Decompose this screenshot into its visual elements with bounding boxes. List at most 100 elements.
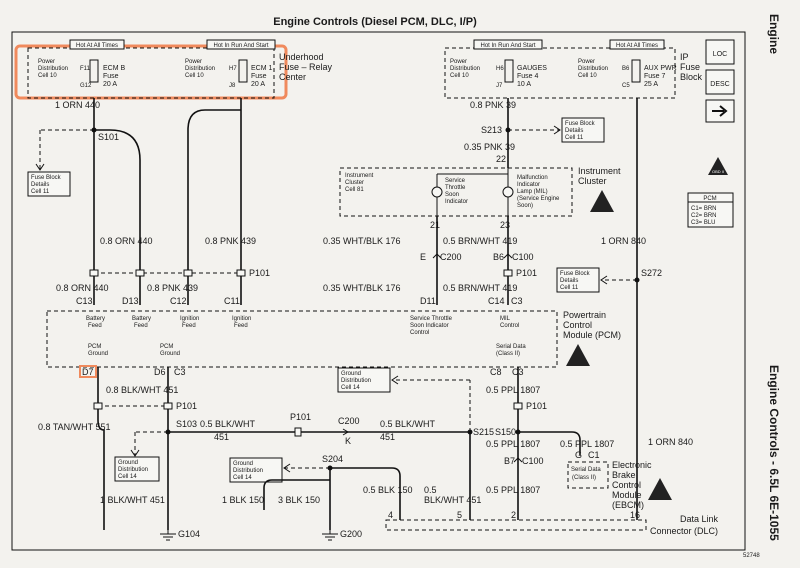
obd-label: OBD II (712, 169, 724, 174)
label-g200: G200 (340, 529, 362, 539)
wire-wht176-2: 0.35 WHT/BLK 176 (323, 283, 401, 293)
wire-pnk39-2: 0.35 PNK 39 (464, 142, 515, 152)
pcm-codes-title: PCM (703, 196, 716, 202)
fuse2-bottom-pin: J8 (229, 83, 236, 89)
ebcm-esd-icon (648, 478, 672, 500)
wire-blk150-2: 3 BLK 150 (278, 495, 320, 505)
fuse2-top-pin: H7 (229, 66, 237, 72)
splice-s213: S213 (481, 125, 502, 135)
wire-blk150-3: 0.5 BLK 150 (363, 485, 413, 495)
pin-23: 23 (500, 220, 510, 230)
wire-wht176-1: 0.35 WHT/BLK 176 (323, 236, 401, 246)
pin-c1: C1 (588, 450, 600, 460)
wire-num-451a: 451 (214, 432, 229, 442)
pin-g: G (575, 450, 582, 460)
pin-b6: B6 (493, 252, 504, 262)
pcm-esd-icon (566, 344, 590, 366)
splice-s101: S101 (98, 132, 119, 142)
side-label-engine: Engine (767, 14, 781, 54)
fuse1-bottom-pin: G12 (80, 83, 92, 89)
wire-orn440-top: 1 ORN 440 (55, 100, 100, 110)
loc-icon[interactable]: LOC (713, 51, 727, 58)
sts-lamp-icon (431, 186, 443, 198)
wire-blk451-4: 1 BLK/WHT 451 (100, 495, 165, 505)
ip-fuse-block: Hot In Run And Start Hot At All Times Po… (444, 39, 703, 99)
ip-fuse2-top: B6 (622, 66, 630, 72)
side-label-section: Engine Controls - 6.5L 6E-1055 (767, 365, 781, 541)
pin-d13: D13 (122, 296, 139, 306)
hot-run-start-label: Hot In Run And Start (213, 43, 268, 49)
conn-p101-a: P101 (176, 401, 197, 411)
wire-ppl1807-2: 0.5 PPL 1807 (486, 439, 540, 449)
desc-icon[interactable]: DESC (710, 81, 729, 88)
pin-c3-top: C3 (511, 296, 523, 306)
mil-lamp-icon (502, 186, 514, 198)
ip-hot-all-label: Hot At All Times (616, 43, 658, 49)
splice-s204: S204 (322, 454, 343, 464)
ip-fuse2-bottom: C5 (622, 83, 630, 89)
dlc-pin-5: 5 (457, 510, 462, 520)
wire-brn419-2: 0.5 BRN/WHT 419 (443, 283, 517, 293)
arrow-right-icon[interactable] (712, 105, 728, 117)
pin-c3-pcm: C3 (174, 367, 186, 377)
dlc-pin-4: 4 (388, 510, 393, 520)
ebcm-serial: Serial Data(Class II) (571, 467, 601, 481)
diagram-frame (11, 31, 746, 551)
conn-p101-c: P101 (526, 401, 547, 411)
wire-orn840-2: 1 ORN 840 (648, 437, 693, 447)
wire-tan551: 0.8 TAN/WHT 551 (38, 422, 111, 432)
pin-c13: C13 (76, 296, 93, 306)
conn-p101-b: P101 (290, 412, 311, 422)
dlc-pin-16: 16 (630, 510, 640, 520)
dlc-pin-2: 2 (511, 510, 516, 520)
pin-b7: B7 (504, 456, 515, 466)
splice-s272: S272 (641, 268, 662, 278)
pin-22: 22 (496, 154, 506, 164)
wire-pnk439-mid: 0.8 PNK 439 (205, 236, 256, 246)
conn-c200-label: C200 (440, 252, 462, 262)
esd-icon (590, 190, 614, 212)
ip-fuse2-icon (631, 59, 641, 83)
page-code: 52748 (743, 553, 760, 559)
wire-brn419-1: 0.5 BRN/WHT 419 (443, 236, 517, 246)
wire-blk451-3: 0.5 BLK/WHT (380, 419, 436, 429)
wire-pnk439-low: 0.8 PNK 439 (147, 283, 198, 293)
wire-ppl1807-4: 0.5 PPL 1807 (486, 485, 540, 495)
label-g104: G104 (178, 529, 200, 539)
ip-fuse1-top: H6 (496, 66, 504, 72)
splice-s215: S215 (473, 427, 494, 437)
pin-c8: C8 (490, 367, 502, 377)
pin-c14: C14 (488, 296, 505, 306)
splice-s150: S150 (495, 427, 516, 437)
ip-fuse1-bottom: J7 (496, 83, 503, 89)
underhood-fuse-relay-center: Hot At All Times Hot In Run And Start Po… (14, 39, 333, 100)
connector-p101-top: P101 (249, 268, 270, 278)
fuse1-icon (89, 59, 99, 83)
fuse1-top-pin: F11 (80, 66, 91, 72)
